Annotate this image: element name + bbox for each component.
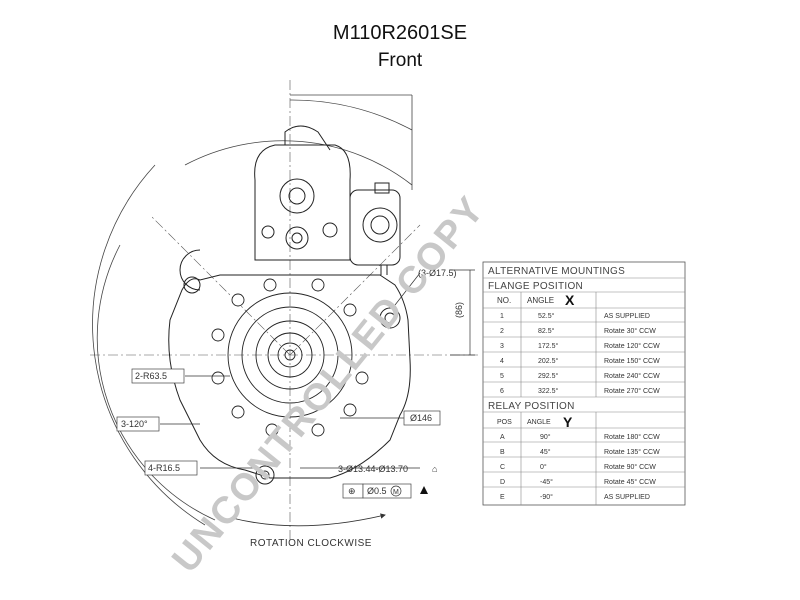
- relay-col-pos: POS: [497, 419, 512, 426]
- relay-row: E -90° AS SUPPLIED: [500, 493, 650, 501]
- relay-marker: Y: [563, 414, 573, 430]
- flange-col-no: NO.: [497, 296, 511, 305]
- flange-row: 6 322.5° Rotate 270° CCW: [500, 387, 660, 395]
- relay-row-angle: 45°: [540, 448, 551, 456]
- flange-diameter-label: Ø146: [410, 413, 432, 423]
- flange-row-note: Rotate 270° CCW: [604, 387, 660, 395]
- relay-row-pos: D: [500, 479, 505, 486]
- flange-row-note: Rotate 150° CCW: [604, 357, 660, 365]
- flange-row: 1 52.5° AS SUPPLIED: [500, 312, 650, 320]
- flange-row-no: 3: [500, 343, 504, 350]
- flange-row-angle: 292.5°: [538, 372, 559, 380]
- flange-row-note: Rotate 30° CCW: [604, 327, 656, 335]
- rotation-arrow: [231, 513, 386, 527]
- relay-row-angle: 0°: [540, 463, 547, 471]
- flange-row-angle: 322.5°: [538, 387, 559, 395]
- flange-row-note: AS SUPPLIED: [604, 313, 650, 320]
- flange-marker: X: [565, 292, 575, 308]
- flange-row-angle: 52.5°: [538, 312, 555, 320]
- relay-row-angle: 90°: [540, 433, 551, 441]
- relay-row-note: AS SUPPLIED: [604, 494, 650, 501]
- relay-row-pos: B: [500, 449, 505, 456]
- relay-col-angle: ANGLE: [527, 419, 551, 426]
- flange-row-no: 5: [500, 373, 504, 380]
- watermark: UNCONTROLLED COPY: [164, 188, 493, 580]
- relay-row-note: Rotate 45° CCW: [604, 478, 656, 486]
- flange-row-note: Rotate 240° CCW: [604, 372, 660, 380]
- relay-row: D -45° Rotate 45° CCW: [500, 478, 656, 486]
- flange-row-no: 1: [500, 313, 504, 320]
- thread-label: (3-Ø17.5): [418, 268, 457, 278]
- relay-row: A 90° Rotate 180° CCW: [500, 433, 660, 441]
- flange-heading: FLANGE POSITION: [488, 281, 583, 292]
- relay-offset-label: (86): [454, 302, 464, 318]
- mmc-circle-icon: [390, 485, 402, 497]
- datum-mark: ⌂: [432, 464, 437, 474]
- flange-row-note: Rotate 120° CCW: [604, 342, 660, 350]
- hole-spec-label: 3-Ø13.44-Ø13.70: [338, 464, 408, 474]
- flange-row-angle: 82.5°: [538, 327, 555, 335]
- flange-row-angle: 202.5°: [538, 357, 559, 365]
- flange-row-no: 2: [500, 328, 504, 335]
- datum-triangle-icon: [420, 486, 428, 494]
- relay-row-pos: C: [500, 464, 505, 471]
- part-number-title: M110R2601SE: [332, 22, 468, 44]
- flange-row-angle: 172.5°: [538, 342, 559, 350]
- relay-row-angle: -90°: [540, 493, 553, 501]
- flange-row: 3 172.5° Rotate 120° CCW: [500, 342, 660, 350]
- bolt-pattern-label: 2-R63.5: [135, 371, 167, 381]
- tolerance-label: Ø0.5: [367, 486, 387, 496]
- flange-col-angle: ANGLE: [527, 296, 554, 305]
- relay-row-note: Rotate 180° CCW: [604, 433, 660, 441]
- pinion-assembly: [227, 292, 353, 418]
- relay-row-angle: -45°: [540, 478, 553, 486]
- flange-row-no: 4: [500, 358, 504, 365]
- leader-lines: [160, 269, 475, 469]
- alternative-mountings-table: ALTERNATIVE MOUNTINGS FLANGE POSITION NO…: [482, 261, 686, 506]
- tolerance-modifier: M: [393, 489, 399, 496]
- flange-row: 5 292.5° Rotate 240° CCW: [500, 372, 660, 380]
- angle-arcs: [92, 94, 413, 526]
- relay-heading: RELAY POSITION: [488, 401, 575, 412]
- radius-label: 4-R16.5: [148, 463, 180, 473]
- relay-row: C 0° Rotate 90° CCW: [500, 463, 656, 471]
- rotation-label: ROTATION CLOCKWISE: [250, 538, 372, 549]
- table-title: ALTERNATIVE MOUNTINGS: [488, 266, 625, 277]
- view-title: Front: [377, 50, 423, 71]
- flange-row-no: 6: [500, 388, 504, 395]
- relay-row-note: Rotate 90° CCW: [604, 463, 656, 471]
- relay-row-pos: A: [500, 434, 505, 441]
- relay-row-pos: E: [500, 494, 505, 501]
- position-symbol-icon: ⊕: [348, 486, 356, 496]
- bolt-holes: [211, 278, 369, 437]
- flange-body: [168, 249, 411, 485]
- flange-row: 2 82.5° Rotate 30° CCW: [500, 327, 656, 335]
- flange-row: 4 202.5° Rotate 150° CCW: [500, 357, 660, 365]
- relay-row: B 45° Rotate 135° CCW: [500, 448, 660, 456]
- relay-row-note: Rotate 135° CCW: [604, 448, 660, 456]
- angle-label: 3-120°: [121, 419, 148, 429]
- solenoid-relay: [254, 125, 401, 275]
